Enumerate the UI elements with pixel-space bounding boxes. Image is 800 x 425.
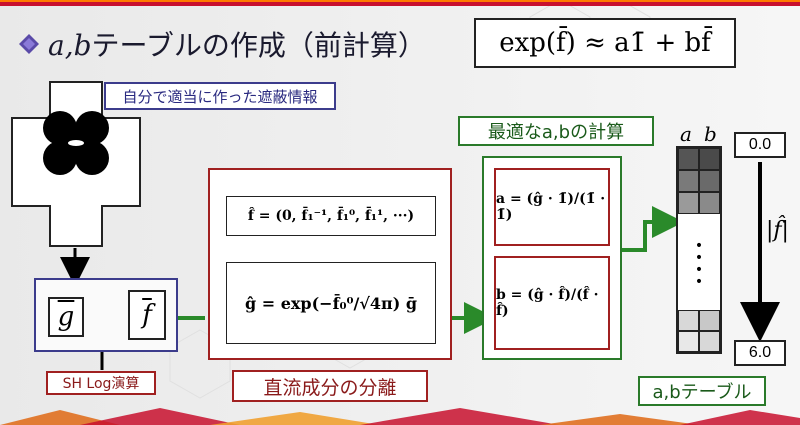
g-bar-box: g bbox=[48, 297, 84, 337]
ab-table-cell bbox=[699, 148, 720, 170]
ab-table-bottom-cells bbox=[678, 310, 720, 352]
col-b-header: b bbox=[704, 122, 717, 146]
title-prefix: a,b bbox=[48, 29, 92, 62]
approx-formula-box: exp(f̄) ≈ a1̄ + bf̄ bbox=[474, 18, 736, 68]
diamond-bullet-icon bbox=[19, 34, 39, 54]
optimal-ab-label: 最適なa,bの計算 bbox=[458, 116, 654, 146]
range-max-box: 6.0 bbox=[734, 340, 786, 366]
ab-table-cell bbox=[678, 310, 699, 331]
ab-table-cell bbox=[678, 170, 699, 192]
title-suffix: テーブルの作成（前計算） bbox=[91, 29, 426, 62]
ab-table-label: a,bテーブル bbox=[638, 376, 766, 406]
f-bar-box: f bbox=[128, 290, 166, 340]
col-a-header: a bbox=[680, 122, 692, 146]
b-formula-box: b = (ĝ · f̂)/(f̂ · f̂) bbox=[494, 256, 610, 350]
occlusion-cross-figure bbox=[11, 81, 141, 247]
occlusion-label: 自分で適当に作った遮蔽情報 bbox=[104, 82, 336, 110]
slide-title: a,bテーブルの作成（前計算） bbox=[18, 22, 426, 66]
ab-table-cell bbox=[678, 331, 699, 352]
ab-table-cell bbox=[678, 148, 699, 170]
ab-table-cell bbox=[699, 170, 720, 192]
ab-table-top-cells bbox=[678, 148, 720, 214]
g-hat-formula-box: ĝ = exp(−f̄₀⁰/√4π) ḡ bbox=[226, 262, 436, 344]
f-hat-norm-label: |f̂| bbox=[766, 218, 789, 243]
ab-table-cell bbox=[699, 331, 720, 352]
approx-formula: exp(f̄) ≈ a1̄ + bf̄ bbox=[499, 28, 711, 58]
ab-table-cell bbox=[699, 192, 720, 214]
sh-log-label: SH Log演算 bbox=[46, 371, 156, 395]
dc-separation-label: 直流成分の分離 bbox=[232, 370, 428, 402]
ab-table-cell bbox=[699, 310, 720, 331]
a-formula-box: a = (ĝ · 1̄)/(1̄ · 1̄) bbox=[494, 168, 610, 246]
ab-table-cell bbox=[678, 192, 699, 214]
ab-table-ellipsis: • • • • bbox=[694, 238, 704, 290]
f-hat-formula-box: f̂ = (0, f̄₁⁻¹, f̄₁⁰, f̄₁¹, ···) bbox=[226, 196, 436, 236]
range-min-box: 0.0 bbox=[734, 132, 786, 158]
